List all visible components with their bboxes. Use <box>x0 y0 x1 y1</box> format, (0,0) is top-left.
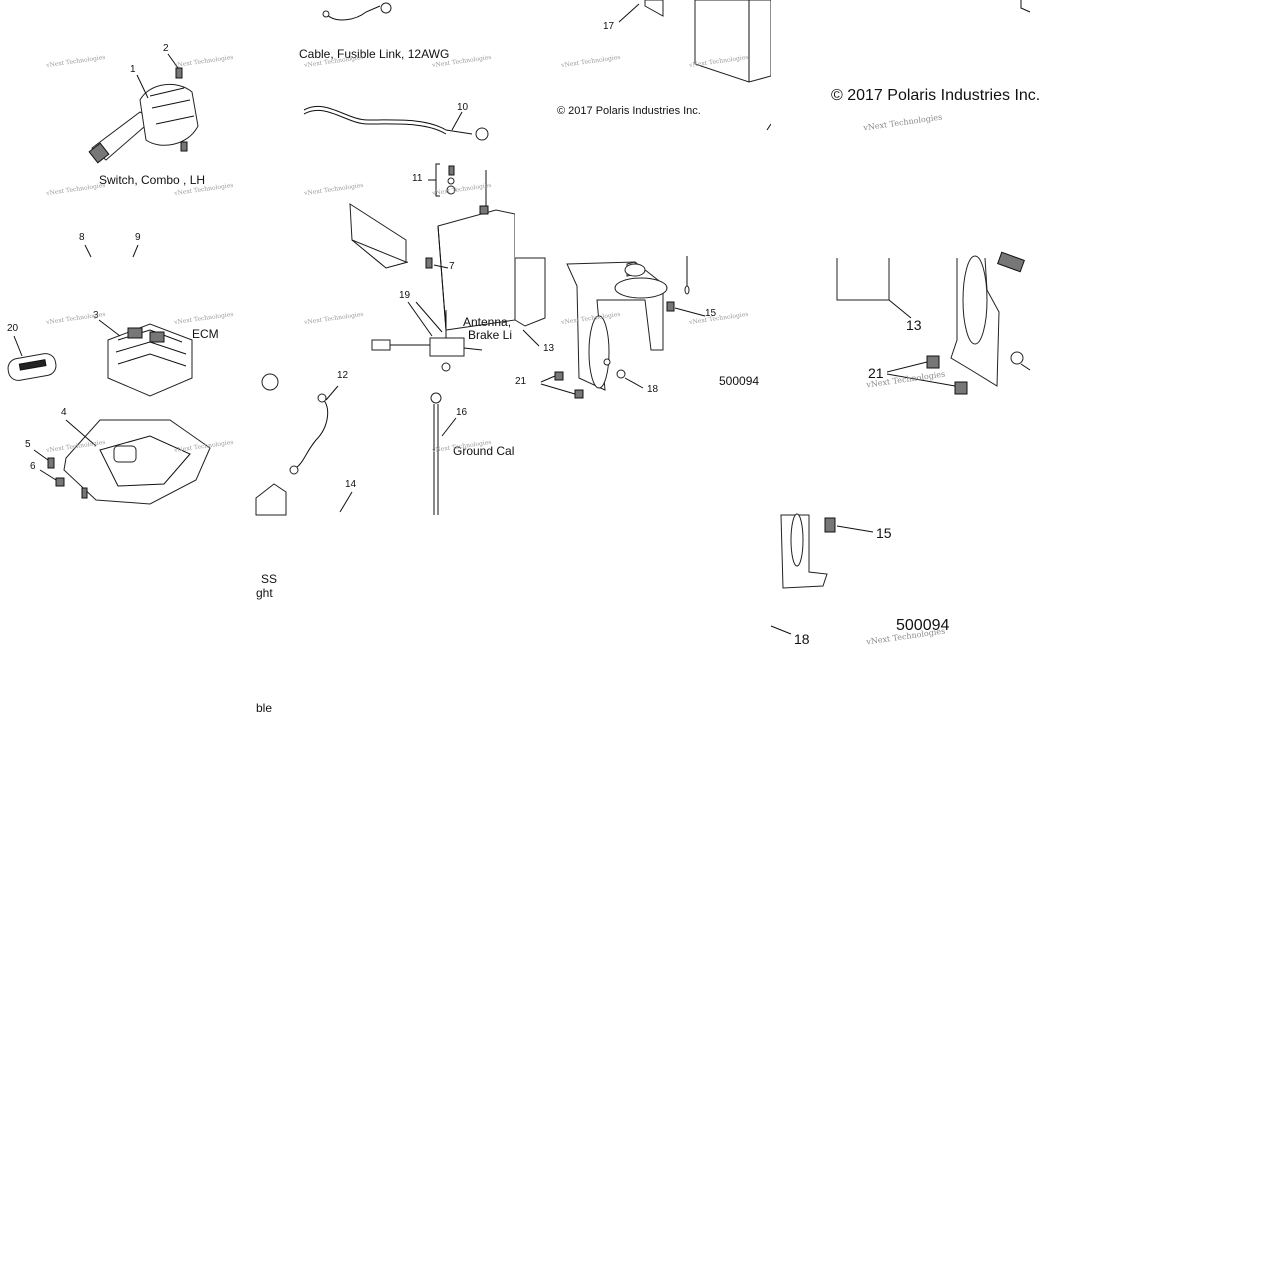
callout-14: 14 <box>345 479 357 490</box>
fusible-link-caption: Cable, Fusible Link, 12AWG <box>299 47 450 61</box>
callout-12: 12 <box>337 370 349 381</box>
battery-mount-zoom-drawing <box>770 0 1031 635</box>
battery-box-zoom <box>836 258 912 319</box>
battery-terminal <box>255 373 353 516</box>
callout-21: 21 <box>868 365 884 381</box>
battery-cable-drawing <box>255 2 516 516</box>
callout-13: 13 <box>543 343 555 354</box>
callout-8: 8 <box>79 232 85 243</box>
switch-combo-part <box>88 53 199 164</box>
callout-3: 3 <box>93 310 99 321</box>
ecm-part <box>98 319 193 397</box>
callout-10: 10 <box>457 102 469 113</box>
callout-20: 20 <box>7 323 19 334</box>
callout-15: 15 <box>876 525 892 541</box>
brake-light-caption: Brake Li <box>468 328 513 342</box>
antenna-part <box>371 301 483 372</box>
copyright-notice-zoom: © 2017 Polaris Industries Inc. <box>831 87 1041 104</box>
callout-18: 18 <box>794 631 810 647</box>
callout-13: 13 <box>906 317 922 333</box>
ble-caption-fragment: ble <box>256 701 273 715</box>
callout-15: 15 <box>705 308 717 319</box>
bracket-fasteners <box>540 301 706 399</box>
hardware-11 <box>428 163 456 197</box>
callout-18: 18 <box>647 384 659 395</box>
key-fob-part <box>7 335 57 381</box>
screw-hardware <box>33 449 88 499</box>
callout-6: 6 <box>30 461 36 472</box>
switch-combo-caption: Switch, Combo , LH <box>99 173 206 187</box>
battery-box-part <box>437 170 516 331</box>
callout-17: 17 <box>603 21 615 32</box>
battery-mount-drawing <box>514 0 772 399</box>
callout-9: 9 <box>135 232 141 243</box>
diagram-number: 500094 <box>719 374 760 388</box>
battery-bracket-part <box>566 256 690 391</box>
ss-caption-fragment: SS <box>261 572 278 586</box>
callout-4: 4 <box>61 407 67 418</box>
callout-5: 5 <box>25 439 31 450</box>
copyright-text: 2017 Polaris Industries Inc. <box>568 105 701 117</box>
diagram-number-zoom: 500094 <box>896 617 950 634</box>
battery-box-part <box>694 0 772 83</box>
callout-1: 1 <box>130 64 136 75</box>
ght-caption-fragment: ght <box>256 586 273 600</box>
battery-box-lower <box>514 257 546 347</box>
diagram-tile-center: Cable, Fusible Link, 12AWG 10 11 7 19 An… <box>255 0 516 516</box>
bracket-fasteners-zoom <box>886 355 968 395</box>
antenna-caption: Antenna, <box>463 315 512 329</box>
callout-19: 19 <box>399 290 411 301</box>
hold-down-plate <box>349 203 449 269</box>
ecm-bracket-part <box>63 419 211 505</box>
switch-ecm-drawing <box>7 53 211 505</box>
callout-7: 7 <box>449 261 455 272</box>
callout-2: 2 <box>163 43 169 54</box>
copyright-notice: © 2017 Polaris Industries Inc. <box>557 105 701 117</box>
ground-cable-caption: Ground Cal <box>453 444 515 458</box>
callout-21: 21 <box>515 376 527 387</box>
cable-10 <box>303 105 489 141</box>
diagram-tile-right-small: 17 © 2017 Polaris Industries Inc. 13 15 … <box>514 0 772 515</box>
bracket-foot-zoom <box>770 513 874 635</box>
cable-12 <box>289 385 339 475</box>
diagram-tile-left: 1 2 3 4 5 6 8 9 20 Switch, Combo , LH EC… <box>0 0 256 520</box>
copyright-text-zoom: 2017 Polaris Industries Inc. <box>847 87 1041 104</box>
ecm-caption: ECM <box>192 327 219 341</box>
battery-bracket-zoom <box>950 251 1031 387</box>
callout-16: 16 <box>456 407 468 418</box>
fusible-link-cable <box>322 2 392 21</box>
ground-cable-part <box>430 392 457 515</box>
diagram-tile-right-zoom: © 2017 Polaris Industries Inc. 13 21 15 … <box>770 0 1040 720</box>
callout-11: 11 <box>412 173 423 184</box>
panel-17 <box>618 0 664 23</box>
